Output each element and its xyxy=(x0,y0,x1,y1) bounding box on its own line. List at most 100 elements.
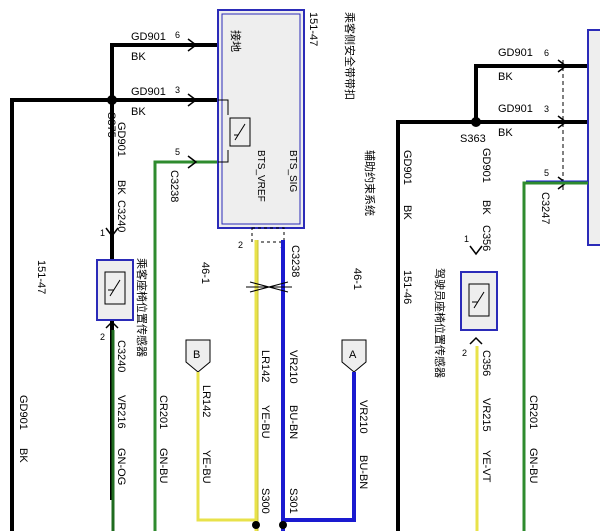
buckle-title-label: 乘客侧安全带带扣 xyxy=(343,12,357,100)
ref-46-1-right: 46-1 xyxy=(351,268,363,290)
connector-c356-lower-arrow xyxy=(469,336,483,345)
wire-twist-symbol xyxy=(246,281,292,293)
splice-s301 xyxy=(279,521,287,529)
cr201-left-label: CR201 xyxy=(157,395,169,429)
gd901-upper-right-label: GD901 xyxy=(498,47,533,59)
wire-vr210-a xyxy=(283,372,356,522)
buckle-pin5-arrow xyxy=(187,155,198,169)
wire-gd901-upper-right xyxy=(474,64,588,122)
buckle-pin6-arrow xyxy=(187,38,198,52)
buckle-switch-symbol xyxy=(234,123,246,141)
connector-b-label: B xyxy=(193,349,200,361)
right-pin3-arrow xyxy=(557,115,568,129)
buckle-sig-label: BTS_SIG xyxy=(287,150,298,192)
ye-bu-b-label: YE-BU xyxy=(200,450,212,484)
pin1-sensor-left: 1 xyxy=(100,228,105,238)
driver-seat-sensor xyxy=(460,271,498,331)
vr215-label: VR215 xyxy=(480,398,492,432)
c3238-under-box-label: C3238 xyxy=(289,245,301,277)
gd901-vertical-label: GD901 xyxy=(115,122,127,157)
wire-gd901-main-left xyxy=(10,98,218,531)
driver-sensor-label: 驾驶员座椅位置传感器 xyxy=(433,268,447,378)
passenger-seat-sensor xyxy=(96,259,134,321)
gn-og-label: GN-OG xyxy=(115,448,127,485)
c356-upper-label: C356 xyxy=(480,225,492,251)
gn-bu-right-label: GN-BU xyxy=(527,448,539,484)
c3247-label: C3247 xyxy=(539,192,551,224)
restraint-system-label: 辅助约束系统 xyxy=(363,150,377,216)
connector-c356-upper-arrow xyxy=(469,245,483,256)
wire-cr201-right xyxy=(522,181,588,531)
bk-mid-left-label: BK xyxy=(131,106,146,118)
driver-section: S363 GD901 BK GD901 BK 6 3 5 C3247 CR201… xyxy=(363,29,600,531)
s363-label: S363 xyxy=(460,133,486,145)
lr142-b-label: LR142 xyxy=(200,385,212,417)
gd901-mid-left-label: GD901 xyxy=(131,86,166,98)
bk-upper-right-label: BK xyxy=(498,71,513,83)
gd901-upper-left-label: GD901 xyxy=(131,31,166,43)
pin2-buckle: 2 xyxy=(238,240,243,250)
vr210-a-label: VR210 xyxy=(357,400,369,434)
bk-mid-right-label: BK xyxy=(498,127,513,139)
gd901-mid-right-label: GD901 xyxy=(498,103,533,115)
passenger-sensor-switch-symbol xyxy=(108,279,121,297)
bk-vertical-label: BK xyxy=(115,180,127,195)
buckle-switch-element xyxy=(229,117,251,147)
passenger-sensor-element xyxy=(104,271,126,305)
connector-c3240-upper-arrow xyxy=(105,227,119,238)
wire-lr142-b xyxy=(196,372,256,522)
cr201-right-label: CR201 xyxy=(527,395,539,429)
lr142-main-label: LR142 xyxy=(259,350,271,382)
buckle-pin6: 6 xyxy=(175,30,180,40)
bk-upper-left-label: BK xyxy=(131,51,146,63)
seatbelt-buckle-box xyxy=(217,9,305,229)
driver-buckle-box-edge xyxy=(587,29,600,246)
right-pin3: 3 xyxy=(544,104,549,114)
buckle-pin3-arrow xyxy=(187,93,198,107)
splice-s375 xyxy=(107,95,117,105)
buckle-internal-lines xyxy=(218,99,229,163)
bk-left-label: BK xyxy=(17,448,29,463)
ye-bu-main-label: YE-BU xyxy=(259,405,271,439)
s301-label: S301 xyxy=(287,488,299,514)
gd901-right-vertical: GD901 xyxy=(480,148,492,183)
pin2-sensor-left: 2 xyxy=(100,332,105,342)
buckle-pin3: 3 xyxy=(175,85,180,95)
vr210-main-label: VR210 xyxy=(287,350,299,384)
c3240-upper-label: C3240 xyxy=(115,200,127,232)
connector-a-label: A xyxy=(349,349,357,361)
bk-right-long: BK xyxy=(401,205,413,220)
bu-bn-main-label: BU-BN xyxy=(287,405,299,439)
right-pin6-arrow xyxy=(557,59,568,73)
pin1-driver-sensor: 1 xyxy=(464,234,469,244)
bk-right-vertical: BK xyxy=(480,200,492,215)
passenger-sensor-label: 乘客座椅位置传感器 xyxy=(135,258,149,357)
buckle-ref-label: 151-47 xyxy=(307,12,319,46)
right-pin6: 6 xyxy=(544,48,549,58)
wire-gd901-main-right xyxy=(396,120,588,531)
c3238-left-label: C3238 xyxy=(168,170,180,202)
splice-s300 xyxy=(252,521,260,529)
bu-bn-a-label: BU-BN xyxy=(357,455,369,489)
pin2-driver-sensor: 2 xyxy=(462,348,467,358)
c3240-lower-label: C3240 xyxy=(115,340,127,372)
c356-lower-label: C356 xyxy=(480,350,492,376)
connector-b xyxy=(185,339,211,373)
s375-label: S375 xyxy=(105,112,117,138)
s300-label: S300 xyxy=(259,488,271,514)
gd901-left-label: GD901 xyxy=(17,395,29,430)
connector-c3238-dashed xyxy=(251,227,285,243)
splice-s363 xyxy=(471,117,481,127)
ref-46-1-left: 46-1 xyxy=(199,262,211,284)
ye-vt-label: YE-VT xyxy=(480,450,492,483)
connector-a xyxy=(341,339,367,373)
gd901-right-long: GD901 xyxy=(401,150,413,185)
vr216-label: VR216 xyxy=(115,395,127,429)
buckle-pin5: 5 xyxy=(175,147,180,157)
gn-bu-left-label: GN-BU xyxy=(157,448,169,484)
driver-sensor-element xyxy=(468,283,490,317)
seatbelt-buckle-inner xyxy=(221,13,301,225)
buckle-ground-label: 接地 xyxy=(229,30,242,52)
buckle-vref-label: BTS_VREF xyxy=(255,150,266,202)
